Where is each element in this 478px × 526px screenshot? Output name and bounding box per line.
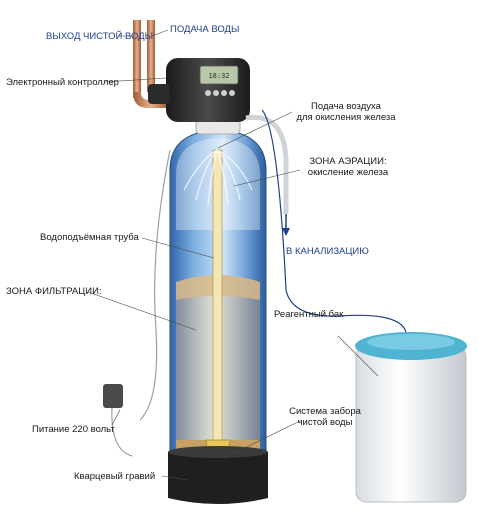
label-power: Питание 220 вольт [32,424,115,435]
label-drain: В КАНАЛИЗАЦИЮ [286,246,369,257]
label-intake-line1: Система забора [289,406,361,417]
electronic-controller: 18:32 [148,58,250,122]
brine-line [261,109,407,333]
label-clean-water-out: ВЫХОД ЧИСТОЙ ВОДЫ [46,31,154,42]
label-intake-line2: чистой воды [297,417,353,428]
label-air-supply-line1: Подача воздуха [311,101,381,112]
brine-tank [355,332,467,503]
leader-lines [87,29,379,481]
label-aeration-zone: ЗОНА АЭРАЦИИ: окисление железа [300,156,396,178]
controller-cable [139,149,171,421]
label-aeration-zone-line1: ЗОНА АЭРАЦИИ: [309,156,387,167]
label-air-supply-line2: для окисления железа [296,112,396,123]
power-cable [111,405,133,457]
label-water-in: ПОДАЧА ВОДЫ [170,24,240,35]
label-brine-tank: Реагентный бак [274,309,344,320]
power-adapter [103,384,123,408]
drain-arrowhead [282,228,290,236]
controller-display-text: 18:32 [208,72,229,80]
label-riser-tube: Водоподъёмная труба [40,232,139,243]
label-filtration-zone: ЗОНА ФИЛЬТРАЦИИ: [6,286,102,297]
drain-hose [245,114,289,214]
filter-tank [168,117,268,504]
label-aeration-zone-line2: окисление железа [307,167,389,178]
label-controller: Электронный контроллер [6,77,119,88]
label-air-supply: Подача воздуха для окисления железа [294,101,398,123]
label-gravel: Кварцевый гравий [74,471,156,482]
label-intake-system: Система забора чистой воды [284,406,366,428]
